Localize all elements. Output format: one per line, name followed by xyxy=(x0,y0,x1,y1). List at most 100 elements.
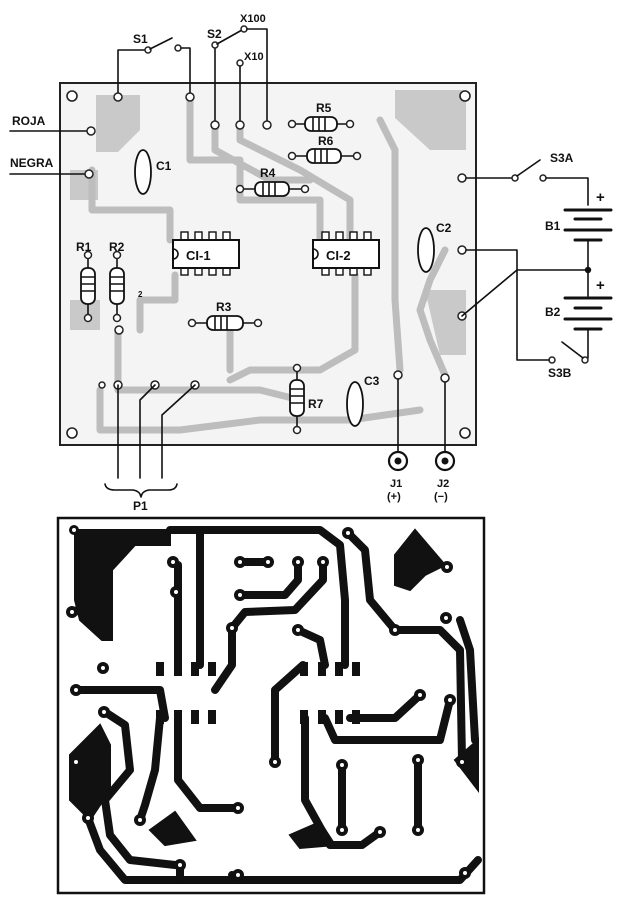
j1-center xyxy=(394,457,402,465)
r2-pad xyxy=(112,313,122,323)
pcb-hole xyxy=(445,565,449,569)
r2-label: R2 xyxy=(109,240,125,254)
ghost-trace xyxy=(416,246,449,379)
small-mark: 2 xyxy=(138,290,143,299)
pad xyxy=(235,120,245,130)
ic-pad xyxy=(352,662,360,676)
mounting-hole xyxy=(66,427,78,439)
copper-track xyxy=(74,686,169,722)
s1-wire-right xyxy=(180,47,191,96)
pcb-hole xyxy=(444,616,448,620)
resistor-r7: R7 xyxy=(289,363,324,435)
j1-polarity: (+) xyxy=(387,491,401,503)
copper-track xyxy=(236,561,302,599)
pad xyxy=(262,120,272,130)
pcb-hole xyxy=(393,628,397,632)
r2-pad xyxy=(112,250,122,260)
r4-pad xyxy=(300,184,310,194)
s2-contact xyxy=(211,41,219,49)
copper-track xyxy=(346,691,424,722)
pcb-hole xyxy=(296,560,300,564)
copper-track xyxy=(71,541,104,616)
s1-label: S1 xyxy=(133,32,148,46)
pcb-hole xyxy=(321,560,325,564)
b2-plus: + xyxy=(596,277,605,294)
potentiometer-p1: P1 xyxy=(104,384,196,513)
pcb-hole xyxy=(238,560,242,564)
negra-pad xyxy=(84,169,94,179)
r4-label: R4 xyxy=(260,166,276,180)
ci1-notch xyxy=(172,248,179,260)
pcb-hole xyxy=(418,693,422,697)
c2-to-junction xyxy=(465,249,589,271)
r6-body xyxy=(306,148,342,164)
c2-body xyxy=(417,227,435,273)
ci1-pin xyxy=(208,231,217,241)
r1-pad xyxy=(83,250,93,260)
resistor-r5: R5 xyxy=(287,101,355,132)
jack-j1: J1 (+) xyxy=(387,378,409,503)
c1-label: C1 xyxy=(156,159,172,173)
pad xyxy=(440,373,450,383)
component-layout: S1 S2 X100 X10 ROJA xyxy=(9,13,613,513)
r5-pad xyxy=(345,119,355,129)
r7-pad xyxy=(292,425,302,435)
pcb-hole xyxy=(74,688,78,692)
pcb-hole xyxy=(238,593,242,597)
pcb-hole xyxy=(346,531,350,535)
copper-track xyxy=(166,526,349,669)
ic-pad xyxy=(335,710,343,724)
roja-label: ROJA xyxy=(12,114,46,128)
board-to-junction xyxy=(461,269,518,317)
ghost-trace xyxy=(226,271,359,384)
lead-roja: ROJA xyxy=(9,114,96,136)
ghost-copper-area xyxy=(96,95,140,152)
s1-contact xyxy=(174,44,182,52)
s3b-contact xyxy=(548,356,556,364)
j2-label: J2 xyxy=(437,478,449,490)
pcb-hole xyxy=(273,760,277,764)
mounting-hole xyxy=(66,90,78,102)
mounting-holes xyxy=(66,90,471,439)
p1-wire xyxy=(139,384,156,479)
ic-pad xyxy=(300,710,308,724)
r6-label: R6 xyxy=(318,134,334,148)
capacitor-c1: C1 xyxy=(134,149,172,195)
j1-label: J1 xyxy=(390,478,402,490)
ic-pad xyxy=(208,662,216,676)
p1-brace xyxy=(104,483,178,498)
copper-area xyxy=(148,810,197,847)
capacitor-c2: C2 xyxy=(417,221,452,273)
s3b-label: S3B xyxy=(548,366,572,380)
mounting-hole xyxy=(459,427,471,439)
resistor-r4: R4 xyxy=(235,166,310,197)
b1-label: B1 xyxy=(545,219,561,233)
pad xyxy=(457,173,467,183)
r3-pad xyxy=(253,318,263,328)
roja-pad xyxy=(86,126,96,136)
ic-pad xyxy=(208,710,216,724)
j2-polarity: (−) xyxy=(434,491,448,503)
pcb-hole xyxy=(230,626,234,630)
ic-pad xyxy=(156,662,164,676)
copper-track xyxy=(301,714,384,849)
ghost-trace xyxy=(88,166,174,244)
p1-wire xyxy=(161,384,196,479)
r4-pad xyxy=(235,184,245,194)
pad xyxy=(98,381,106,389)
ghost-copper xyxy=(70,90,466,355)
r4-body xyxy=(254,181,290,197)
copper-track xyxy=(174,714,242,812)
pcb-hole xyxy=(340,828,344,832)
copper-track xyxy=(321,696,454,744)
pcb-copper-pattern xyxy=(56,516,486,895)
pcb-hole xyxy=(74,760,78,764)
pcb-hole xyxy=(174,590,178,594)
pcb-hole xyxy=(138,818,142,822)
pad xyxy=(185,92,195,102)
ic-pad xyxy=(300,662,308,676)
resistor-r6: R6 xyxy=(287,134,362,164)
pcb-hole xyxy=(101,666,105,670)
ghost-trace xyxy=(186,96,324,244)
